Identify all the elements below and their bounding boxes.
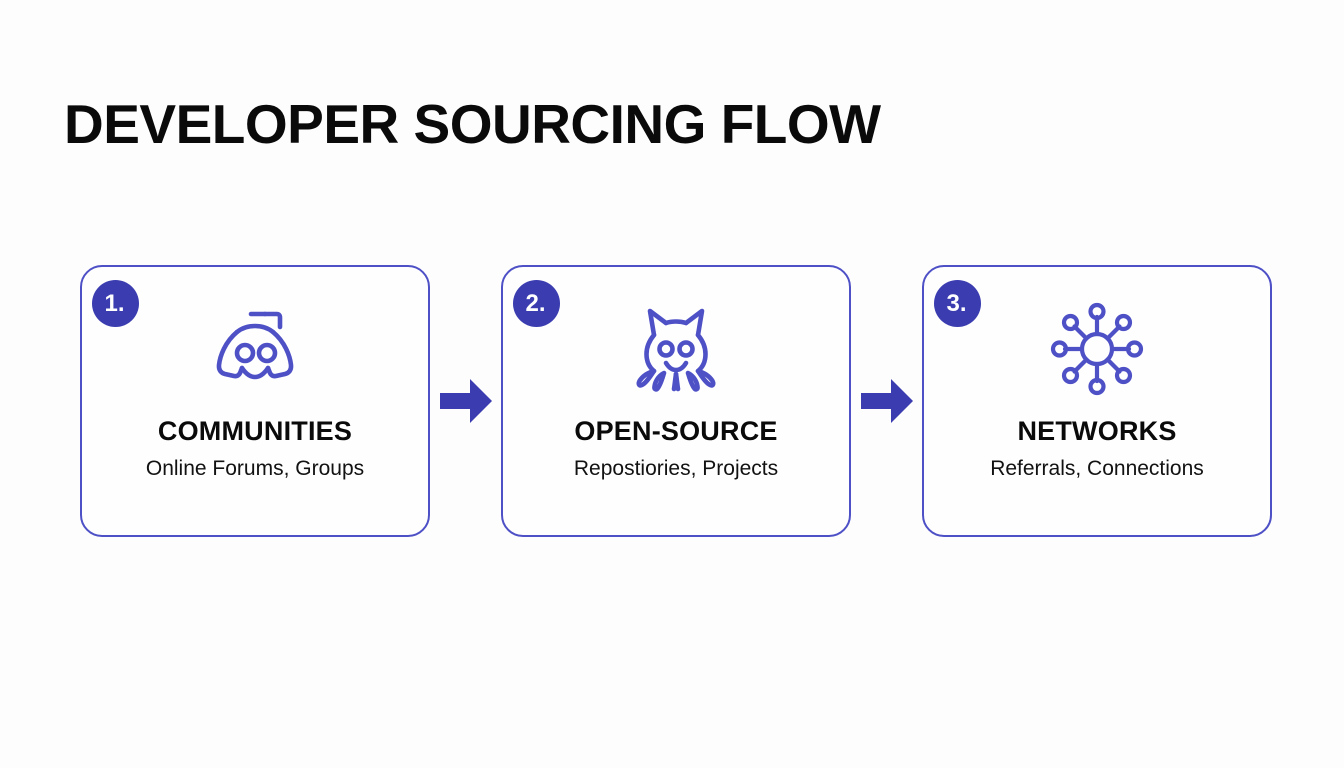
flow-card-subtitle: Online Forums, Groups xyxy=(145,456,365,480)
arrow-right-icon xyxy=(439,379,492,423)
network-hub-icon xyxy=(1049,301,1145,397)
flow-card-heading: NETWORKS xyxy=(1017,416,1177,446)
flow-card-open-source[interactable]: 2. OPEN-SOURCE Repostiories, Projects xyxy=(501,265,851,537)
flow-diagram: 1. COMMUNITIES Online Forums, Groups 2. xyxy=(80,265,1272,537)
flow-connector-2 xyxy=(851,265,922,537)
flow-card-networks[interactable]: 3. NETWORKS Ref xyxy=(922,265,1272,537)
flow-card-communities[interactable]: 1. COMMUNITIES Online Forums, Groups xyxy=(80,265,430,537)
flow-connector-1 xyxy=(430,265,501,537)
arrow-right-icon xyxy=(860,379,913,423)
discord-robot-icon xyxy=(207,301,303,397)
flow-card-subtitle: Repostiories, Projects xyxy=(573,456,779,480)
step-badge-2: 2. xyxy=(513,280,560,327)
flow-card-heading: COMMUNITIES xyxy=(157,416,353,446)
github-octocat-icon xyxy=(628,301,724,397)
step-badge-1: 1. xyxy=(92,280,139,327)
page-title: DEVELOPER SOURCING FLOW xyxy=(64,93,881,155)
flow-card-heading: OPEN-SOURCE xyxy=(574,416,778,446)
flow-card-subtitle: Referrals, Connections xyxy=(990,456,1204,480)
step-badge-3: 3. xyxy=(934,280,981,327)
